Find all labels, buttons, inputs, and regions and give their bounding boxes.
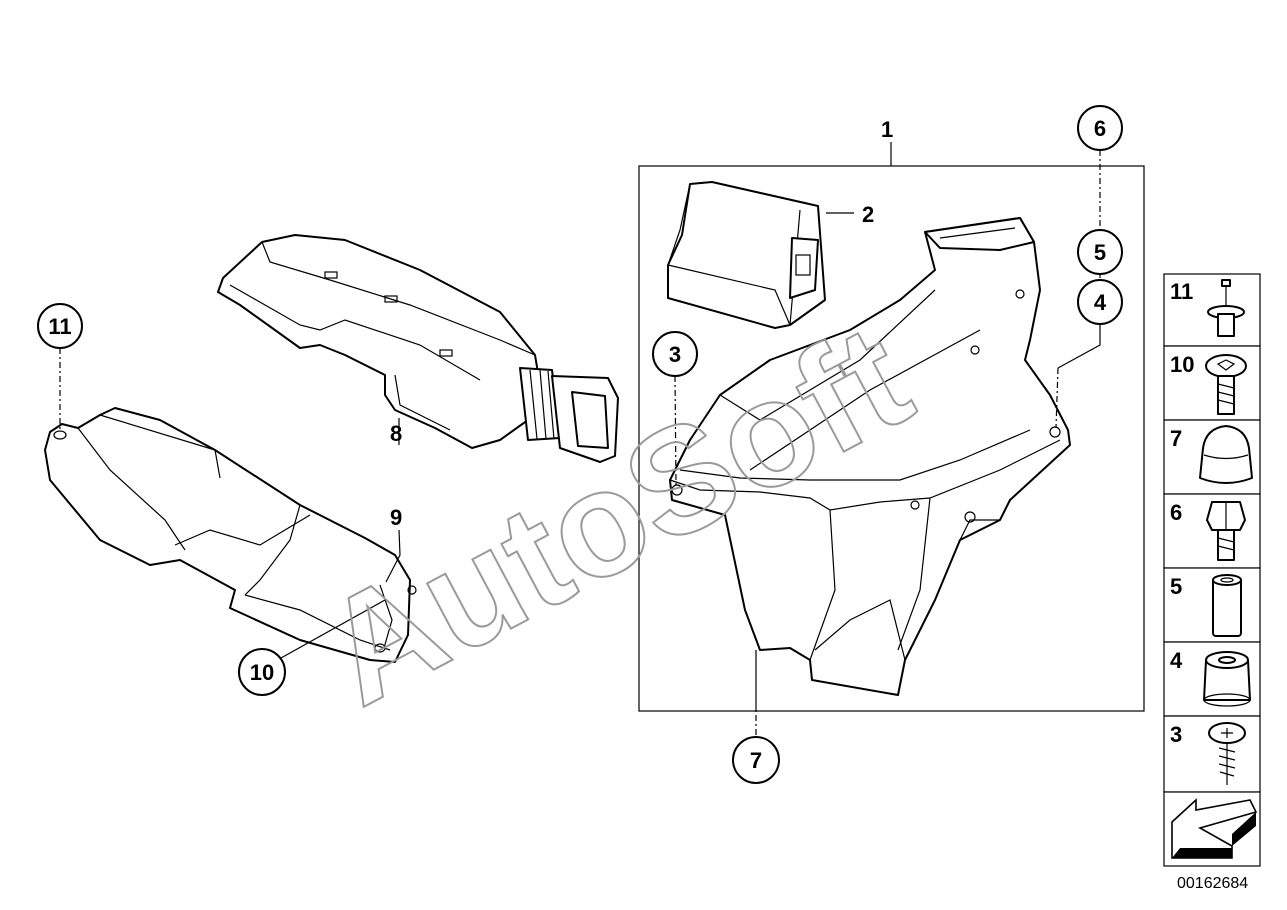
callouts: 1 2 8 9 6 5 4 3 7 10 11 — [37, 105, 1123, 784]
diagram-id: 00162684 — [1177, 875, 1248, 892]
legend-label-6: 6 — [1170, 500, 1182, 525]
rubber-grommet-icon — [1203, 651, 1251, 707]
air-filter-element — [667, 181, 826, 329]
legend-label-10: 10 — [1170, 352, 1194, 377]
callout-11: 11 — [48, 314, 71, 339]
legend-label-3: 3 — [1170, 722, 1182, 747]
torx-screw-icon — [1205, 354, 1247, 415]
callout-9: 9 — [390, 505, 402, 530]
callout-3: 3 — [669, 342, 681, 367]
callout-4: 4 — [1094, 290, 1107, 315]
legend-label-7: 7 — [1170, 426, 1182, 451]
callout-1: 1 — [881, 117, 893, 142]
spacer-sleeve-icon — [1212, 574, 1242, 637]
intake-duct — [217, 234, 619, 463]
callout-10: 10 — [250, 660, 274, 685]
arrow-icon — [1171, 798, 1258, 859]
legend-label-5: 5 — [1170, 574, 1182, 599]
callout-8: 8 — [390, 421, 402, 446]
legend: 11 10 7 6 5 4 3 — [1163, 273, 1261, 867]
leader-lines — [59, 142, 1101, 735]
screw-with-washer-icon — [1207, 279, 1245, 337]
legend-label-4: 4 — [1170, 648, 1183, 673]
callout-7: 7 — [750, 748, 762, 773]
front-air-duct — [44, 407, 417, 663]
legend-label-11: 11 — [1170, 279, 1193, 304]
callout-2: 2 — [862, 202, 874, 227]
callout-5: 5 — [1094, 240, 1106, 265]
air-filter-housing — [669, 217, 1071, 696]
rubber-cap-icon — [1199, 425, 1253, 484]
hex-bolt-icon — [1206, 501, 1246, 561]
callout-6: 6 — [1094, 116, 1106, 141]
self-tapping-screw-icon — [1208, 722, 1246, 785]
